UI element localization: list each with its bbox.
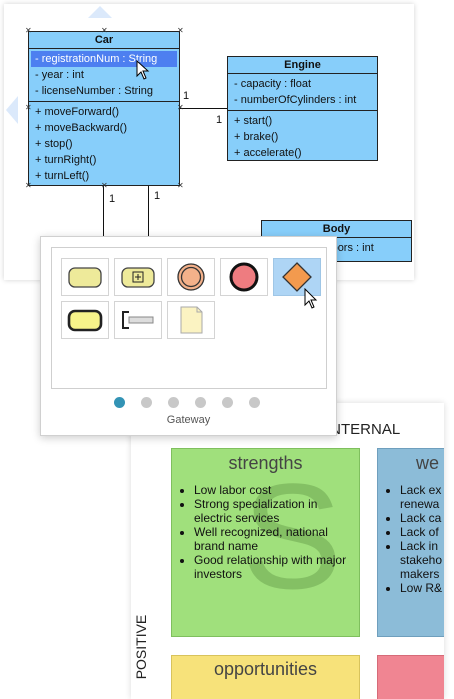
transaction-shape-icon [67,309,103,332]
list-item: makers [400,567,440,581]
strengths-title: strengths [228,453,303,473]
swot-row-label-positive: POSITIVE [133,614,149,680]
class-name: Engine [228,57,377,74]
subprocess-shape-icon [121,267,155,288]
car-body-association-b[interactable] [148,186,149,236]
operation-row[interactable]: + moveForward() [35,106,120,118]
swot-header-internal: INTERNAL [326,421,401,438]
class-operations: + start() + brake() + accelerate() [228,111,377,163]
canvas-overlay-arrows-icon [6,6,112,124]
data-input-shape-icon [122,311,154,329]
swot-strengths-box[interactable]: S strengths Low labor cost Strong specia… [171,448,360,637]
mouse-cursor-icon [304,288,318,309]
multiplicity-car-engine-car: 1 [183,90,190,102]
class-attributes: - capacity : float - numberOfCylinders :… [228,74,377,111]
operation-row[interactable]: + accelerate() [234,147,302,159]
shape-palette-popup[interactable]: Gateway [40,236,337,436]
list-item: Strong specialization in electric servic… [194,497,354,525]
list-item: Lack ca [400,511,444,525]
multiplicity-car-body-a: 1 [109,193,116,205]
swot-weaknesses-box[interactable]: we Lack ex renewa Lack ca Lack of Lack i… [377,448,444,637]
shape-tile-intermediate-event[interactable] [167,258,215,296]
class-operations: + moveForward() + moveBackward() + stop(… [29,102,179,186]
palette-page-dot[interactable] [141,397,152,408]
list-item: renewa [400,497,440,511]
palette-page-dot[interactable] [249,397,260,408]
resize-handle-icon[interactable]: ✕ [25,26,32,35]
strengths-list: Low labor cost Strong specialization in … [176,483,354,581]
swot-diagram[interactable]: INTERNAL S strengths Low labor cost Stro… [131,403,444,699]
task-shape-icon [68,267,102,288]
weaknesses-title: we [416,453,440,473]
multiplicity-car-engine-engine: 1 [216,114,223,126]
gateway-shape-icon [282,262,312,292]
operation-row[interactable]: + turnLeft() [35,170,90,182]
intermediate-event-shape-icon [177,263,205,291]
palette-page-dot[interactable] [168,397,179,408]
uml-class-engine[interactable]: Engine - capacity : float - numberOfCyli… [227,56,378,161]
operation-row[interactable]: + start() [234,115,273,127]
list-item: stakeho [400,553,443,567]
palette-page-dot[interactable] [114,397,125,408]
list-item: Lack of [400,525,444,539]
car-body-association-a[interactable] [103,186,104,236]
attribute-row[interactable]: - licenseNumber : String [35,85,153,97]
resize-handle-icon[interactable]: ✕ [177,181,184,190]
operation-row[interactable]: + moveBackward() [35,122,128,134]
resize-handle-icon[interactable]: ✕ [177,26,184,35]
swot-threats-box[interactable] [377,655,444,699]
palette-hover-label: Gateway [166,414,211,426]
attribute-row[interactable]: - year : int [35,69,84,81]
shape-tile-annotation[interactable] [167,301,215,339]
swot-opportunities-box[interactable]: opportunities [171,655,360,699]
list-item: Lack in [400,539,444,553]
list-item: Lack ex [400,483,444,497]
opportunities-title: opportunities [213,659,318,679]
resize-handle-icon[interactable]: ✕ [25,181,32,190]
attribute-row-selected[interactable]: - registrationNum : String [31,51,177,67]
resize-handle-icon[interactable]: ✕ [101,181,108,190]
list-item: Well recognized, national brand name [194,525,354,553]
attribute-row[interactable]: - numberOfCylinders : int [234,94,357,106]
class-name: Car [29,32,179,49]
shape-tile-subprocess[interactable] [114,258,162,296]
shape-tile-end-event[interactable] [220,258,268,296]
resize-handle-icon[interactable]: ✕ [101,26,108,35]
shape-tile-transaction[interactable] [61,301,109,339]
palette-page-dot[interactable] [222,397,233,408]
shape-tile-data-input[interactable] [114,301,162,339]
attribute-row[interactable]: - capacity : float [234,78,312,90]
car-engine-association[interactable] [180,108,228,109]
list-item: Low R& [400,581,444,595]
resize-handle-icon[interactable]: ✕ [25,103,32,112]
list-item: Good relationship with major investors [194,553,354,581]
operation-row[interactable]: + turnRight() [35,154,97,166]
shape-grid [51,247,327,389]
strengths-watermark: S [242,452,343,620]
shape-tile-gateway[interactable] [273,258,321,296]
operation-row[interactable]: + brake() [234,131,279,143]
multiplicity-car-body-b: 1 [154,190,161,202]
annotation-shape-icon [180,306,203,334]
operation-row[interactable]: + stop() [35,138,73,150]
mouse-cursor-icon [136,60,150,80]
resize-handle-icon[interactable]: ✕ [177,103,184,112]
end-event-shape-icon [229,262,259,292]
weaknesses-list: Lack ex renewa Lack ca Lack of Lack in s… [382,483,444,595]
palette-page-dot[interactable] [195,397,206,408]
uml-class-car[interactable]: Car - registrationNum : String - year : … [28,31,180,186]
list-item: Low labor cost [194,483,354,497]
class-attributes: - registrationNum : String - year : int … [29,49,179,102]
shape-tile-task[interactable] [61,258,109,296]
